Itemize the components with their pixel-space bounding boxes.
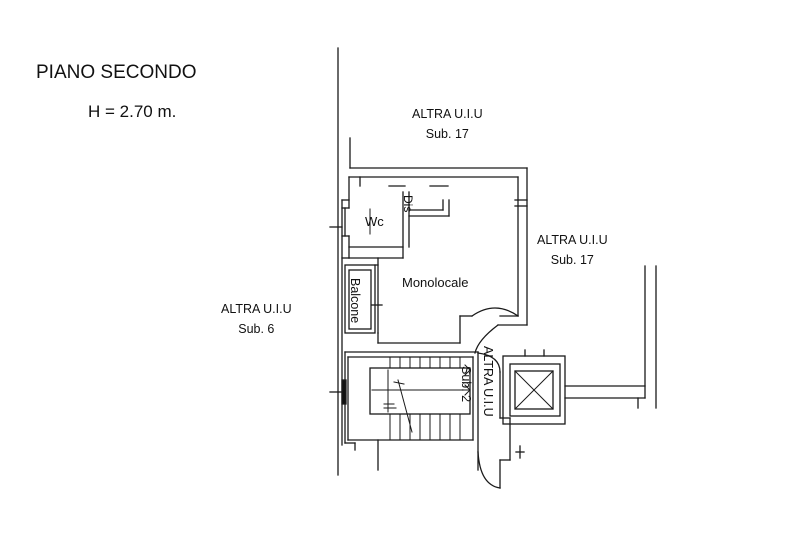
neighbour-left-name: ALTRA U.I.U xyxy=(221,302,292,316)
room-balcone-label: Balcone xyxy=(348,278,362,323)
stairwell xyxy=(329,351,479,471)
context-walls xyxy=(337,47,657,476)
ceiling-height: H = 2.70 m. xyxy=(88,102,177,121)
neighbour-stair-sub: Sub. 2 xyxy=(459,366,473,402)
room-monolocale-label: Monolocale xyxy=(402,275,469,290)
lift-shaft xyxy=(502,349,566,425)
neighbour-left-label: ALTRA U.I.U Sub. 6 xyxy=(221,299,292,339)
wc-walls xyxy=(348,176,450,259)
room-dis-label: Dis xyxy=(401,195,415,212)
balcony-walls xyxy=(344,257,383,334)
neighbour-stair-name: ALTRA U.I.U xyxy=(481,346,495,417)
floor-title: PIANO SECONDO xyxy=(36,62,197,83)
apartment-walls xyxy=(341,167,528,446)
neighbour-left-sub: Sub. 6 xyxy=(238,322,275,336)
neighbour-top-sub: Sub. 17 xyxy=(425,127,469,141)
neighbour-top-name: ALTRA U.I.U xyxy=(412,107,483,121)
monolocale-walls xyxy=(377,307,519,354)
neighbour-top-label: ALTRA U.I.U Sub. 17 xyxy=(412,104,483,144)
neighbour-right-sub: Sub. 17 xyxy=(550,253,594,267)
neighbour-right-label: ALTRA U.I.U Sub. 17 xyxy=(537,230,608,270)
neighbour-right-name: ALTRA U.I.U xyxy=(537,233,608,247)
room-wc-label: Wc xyxy=(365,214,384,229)
landing xyxy=(477,352,525,489)
